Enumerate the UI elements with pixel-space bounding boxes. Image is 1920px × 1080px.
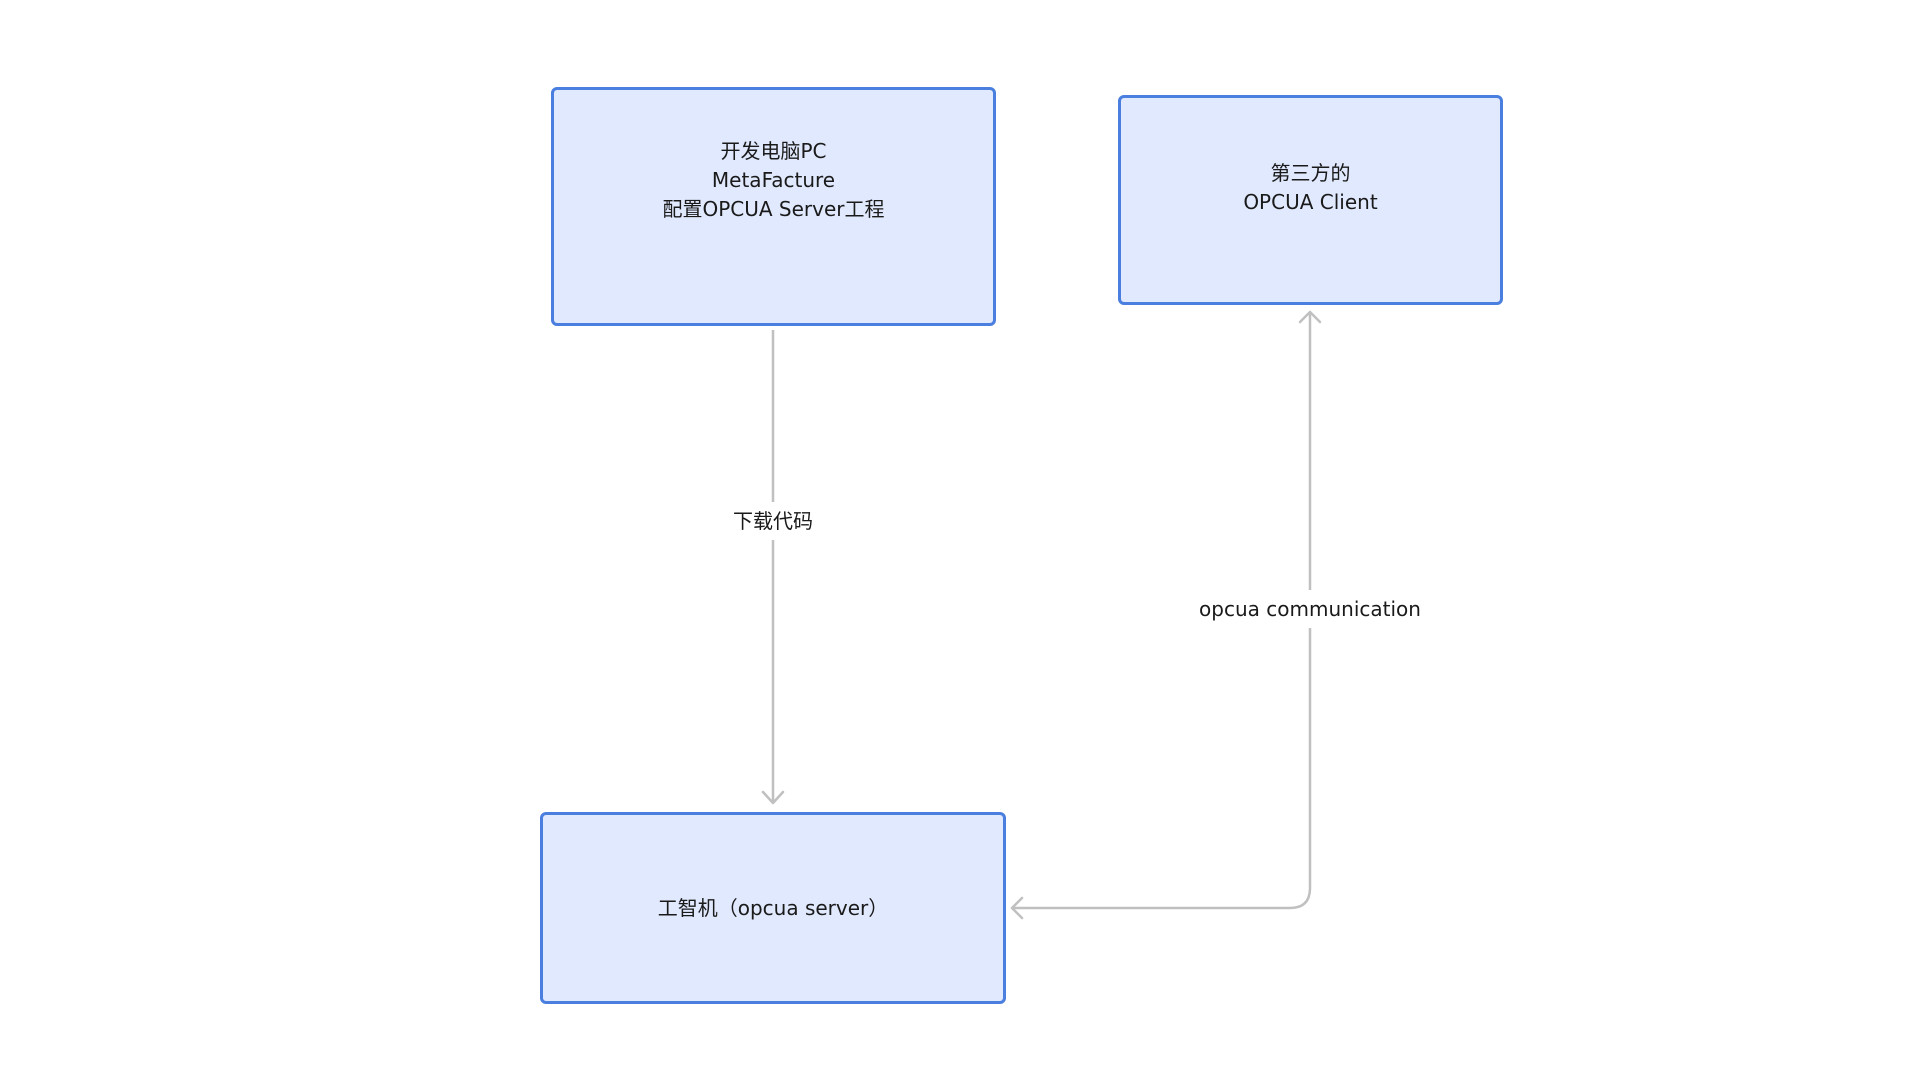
download-edge-arrowhead (761, 790, 785, 805)
dev-pc-line-3: 配置OPCUA Server工程 (662, 197, 885, 221)
opcua-client-node[interactable]: 第三方的 OPCUA Client (1118, 95, 1503, 305)
client-line-1: 第三方的 (1270, 161, 1351, 185)
communication-edge-label: opcua communication (1195, 590, 1425, 628)
dev-pc-line-1: 开发电脑PC (720, 139, 827, 163)
communication-edge-arrowhead-left (1010, 896, 1024, 920)
download-edge-label: 下载代码 (729, 502, 817, 540)
communication-edge-line (1013, 314, 1312, 910)
dev-pc-line-2: MetaFacture (711, 168, 836, 192)
communication-edge-arrowhead-top (1298, 310, 1322, 324)
client-line-2: OPCUA Client (1243, 190, 1378, 214)
dev-pc-node[interactable]: 开发电脑PC MetaFacture 配置OPCUA Server工程 (551, 87, 996, 326)
ipc-line-1: 工智机（opcua server） (657, 895, 889, 920)
ipc-server-node[interactable]: 工智机（opcua server） (540, 812, 1006, 1004)
